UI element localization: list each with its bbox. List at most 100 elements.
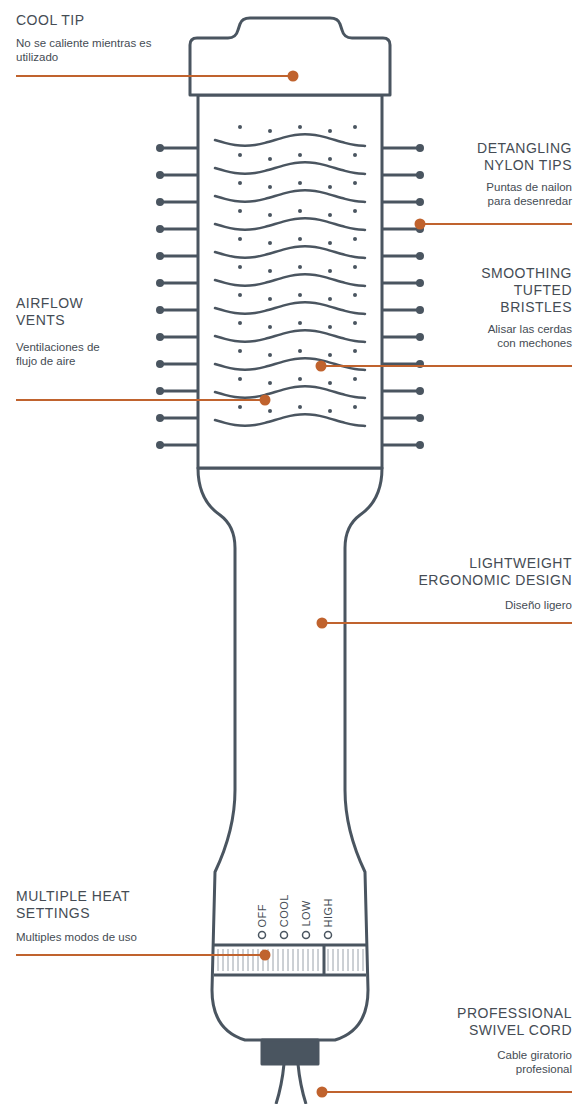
airflow-vent: [238, 321, 242, 325]
dial-grip: [283, 949, 284, 971]
leader-line: [420, 223, 572, 225]
callout-text: Multiples modos de uso: [16, 930, 186, 944]
callout-title: MULTIPLE HEAT SETTINGS: [16, 888, 166, 922]
airflow-vent: [238, 181, 242, 185]
airflow-vent: [328, 157, 332, 161]
airflow-vent: [298, 209, 302, 213]
barrel: [198, 95, 382, 468]
nylon-pin: [160, 201, 198, 204]
dial-grip: [278, 949, 279, 971]
pin-tip: [416, 387, 424, 395]
airflow-vent: [328, 241, 332, 245]
leader-line: [16, 399, 265, 401]
nylon-pin: [160, 336, 198, 339]
nylon-pin: [382, 147, 420, 150]
pin-tip: [416, 144, 424, 152]
nylon-pin: [160, 390, 198, 393]
pin-tip: [156, 225, 164, 233]
pin-tip: [416, 252, 424, 260]
leader-line: [322, 622, 572, 624]
dial-grip: [248, 949, 249, 971]
airflow-vent: [268, 129, 272, 133]
airflow-vent: [238, 377, 242, 381]
setting-label: COOL: [278, 894, 291, 927]
leader-dot: [261, 951, 270, 960]
nylon-pin: [160, 444, 198, 447]
airflow-vent: [353, 209, 357, 213]
pin-tip: [156, 441, 164, 449]
dial-grip: [258, 949, 259, 971]
airflow-vent: [328, 353, 332, 357]
nylon-pin: [382, 444, 420, 447]
airflow-vent: [353, 349, 357, 353]
dial-grip: [218, 949, 219, 971]
callout-title: PROFESSIONAL SWIVEL CORD: [432, 1005, 572, 1039]
airflow-vent: [328, 185, 332, 189]
airflow-vent: [268, 297, 272, 301]
setting-indicator: [303, 932, 310, 939]
tufted-bristle: [215, 190, 365, 202]
pin-tip: [416, 279, 424, 287]
dial-grip: [313, 949, 314, 971]
callout-text: No se caliente mientras es utilizado: [16, 36, 156, 64]
leader-dot: [416, 220, 425, 229]
airflow-vent: [328, 269, 332, 273]
pin-tip: [156, 333, 164, 341]
pin-tip: [156, 414, 164, 422]
airflow-vent: [353, 293, 357, 297]
tufted-bristle: [215, 386, 365, 398]
airflow-vent: [268, 185, 272, 189]
tufted-bristle: [215, 246, 365, 258]
pin-tip: [416, 198, 424, 206]
pin-tip: [156, 198, 164, 206]
dial-grip: [328, 949, 329, 971]
leader-dot: [317, 362, 326, 371]
dial-grip: [308, 949, 309, 971]
airflow-vent: [238, 405, 242, 409]
pin-tip: [416, 441, 424, 449]
callout-text: Puntas de nailon para desenredar: [472, 180, 572, 208]
dial-grip: [288, 949, 289, 971]
dial-grip: [293, 949, 294, 971]
pin-tip: [416, 171, 424, 179]
airflow-vent: [328, 325, 332, 329]
nylon-pin: [382, 228, 420, 231]
airflow-vent: [328, 129, 332, 133]
pin-tip: [156, 252, 164, 260]
airflow-vent: [298, 181, 302, 185]
leader-line: [16, 75, 293, 77]
callout-text: Ventilaciones de flujo de aire: [16, 340, 116, 368]
nylon-pin: [382, 174, 420, 177]
airflow-vent: [353, 377, 357, 381]
airflow-vent: [268, 409, 272, 413]
leader-dot: [261, 396, 270, 405]
airflow-vent: [298, 405, 302, 409]
nylon-pin: [382, 309, 420, 312]
airflow-vent: [353, 181, 357, 185]
airflow-vent: [328, 297, 332, 301]
airflow-vent: [298, 321, 302, 325]
dial-grip: [338, 949, 339, 971]
tufted-bristle: [215, 358, 365, 370]
airflow-vent: [268, 157, 272, 161]
dial-grip: [303, 949, 304, 971]
dial-grip: [348, 949, 349, 971]
nylon-pin: [382, 255, 420, 258]
airflow-vent: [298, 377, 302, 381]
dial-grip: [318, 949, 319, 971]
airflow-vent: [238, 265, 242, 269]
tufted-bristle: [215, 134, 365, 146]
airflow-vent: [238, 209, 242, 213]
nylon-pin: [382, 417, 420, 420]
cord-boot: [262, 1040, 318, 1064]
callout-title: LIGHTWEIGHT ERGONOMIC DESIGN: [402, 555, 572, 589]
airflow-vent: [353, 125, 357, 129]
airflow-vent: [328, 381, 332, 385]
airflow-vent: [238, 125, 242, 129]
leader-dot: [318, 1088, 327, 1097]
airflow-vent: [238, 293, 242, 297]
airflow-vent: [298, 265, 302, 269]
setting-indicator: [281, 932, 288, 939]
leader-line: [322, 1091, 572, 1093]
airflow-vent: [238, 153, 242, 157]
